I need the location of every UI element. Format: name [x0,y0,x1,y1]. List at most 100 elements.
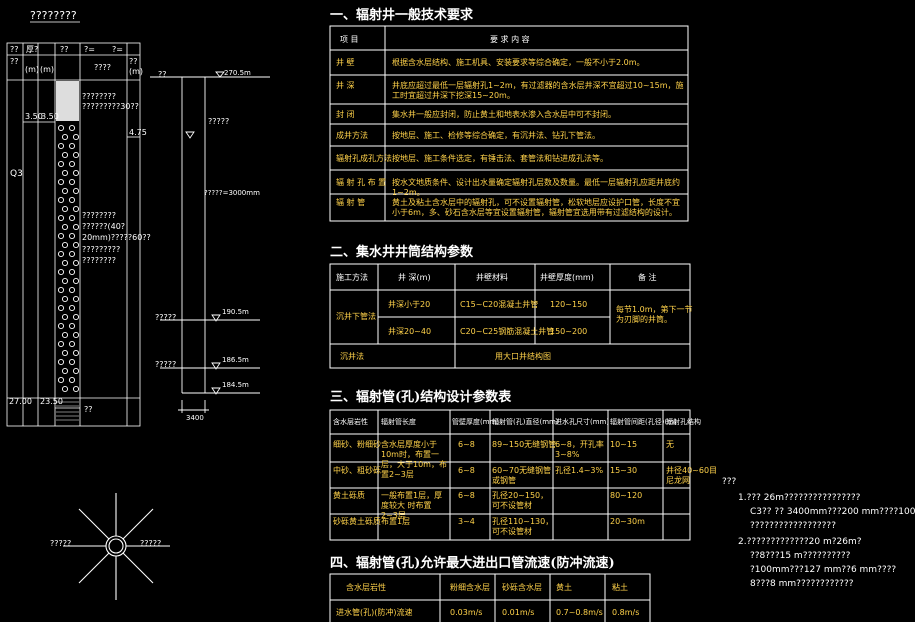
sec4-head-cell: 砂砾含水层 [502,583,542,592]
sec1-row-item: 辐 射 管 [336,198,366,207]
log-hdr-5: ?= [112,45,123,54]
sec2-r1-depth: 井深小于20 [388,300,431,309]
sec3-cell: 6~8 [458,491,475,500]
sec1-row-item: 成井方法 [336,131,368,140]
sec1-row-content: 集水井一般应封闭，防止黄土和地表水渗入含水层中可不封闭。 [392,110,616,119]
sec3-head-cell: 含水层岩性 [333,418,368,426]
sec4-head-cell: 粘土 [612,583,628,592]
sec1-row-content: 井底应超过最低一层辐射孔1~2m，有过滤器的含水层井深不宜超过10~15m，施工… [392,81,684,100]
sec3-cell: 中砂、粗砂砾 [333,466,381,475]
sec1-row-item: 封 闭 [336,110,355,119]
log-hdr-1: ?? [10,45,19,54]
sec3-head-cell: 辐射管间距(孔径)(m) [610,418,677,426]
sec3-cell: 15~30 [610,466,638,475]
depth-350b: 3.50 [41,112,59,121]
sec4-cell: 0.7~0.8m/s [556,608,603,617]
sec4-head-cell: 粉细含水层 [450,583,490,592]
sec1-title: 一、辐射井一般技术要求 [330,8,474,23]
sec3-cell: 布置1层 [381,517,411,526]
sec2-head-3: 井壁材料 [476,273,508,282]
level2-label: ????? [155,360,177,369]
sec3-head-cell: 进水孔尺寸(mm) [555,418,610,426]
gravel-hatch [57,124,80,393]
sec3-head-cell: 管壁厚度(mm) [452,418,500,426]
sec2-r3: 用大口井结构图 [495,352,551,361]
sec1-head-content: 要 求 内 容 [490,35,530,44]
bottom-elev: 184.5m [222,381,249,389]
stratum-q3: Q3 [10,169,23,179]
sec2-head-2: 井 深(m) [398,273,431,282]
top-elevation: 270.5m [224,69,251,77]
drawing-canvas [6,21,691,622]
depth-350: 3.50 [25,112,43,121]
plan-label-right: ????? [140,539,162,548]
sec3-cell: 孔径20~150， 可不设管材 [492,491,549,510]
log-sub-3: (m) [40,65,55,74]
sec1-row-item: 井 深 [336,81,355,90]
sec2-grid [329,263,691,369]
sec2-title: 二、集水井井筒结构参数 [330,245,474,260]
sec3-cell: 20~30m [610,517,645,526]
sec3-cell: 孔径110~130， 可不设管材 [492,517,554,536]
notes-l4: 2.?????????????20 m?26m? [738,537,862,547]
pipe-label: ?????=3000mm [204,189,260,197]
sec1-row-item: 井 壁 [336,58,355,67]
sec3-cell: 6~8 [458,466,475,475]
plan-radial [63,493,170,600]
sec2-method-2: 沉井法 [340,352,364,361]
log-sub-4: ???? [94,63,111,72]
silt-hatch [56,81,79,121]
level1-label: ????? [155,313,177,322]
bottom-code: ?? [84,405,93,414]
sec2-r2-mat: C20~C25钢筋混凝土井管 [460,327,555,336]
sec2-r1-mat: C15~C20混凝土井管 [460,300,539,309]
sec3-cell: 80~120 [610,491,643,500]
sec1-row-content: 按地层、施工、检修等综合确定，有沉井法、钻孔下管法。 [392,131,600,140]
log-title: ???????? [30,9,77,22]
sec2-method-1: 沉井下管法 [336,312,376,321]
sec4-cell: 0.01m/s [502,608,535,617]
sec2-r2-depth: 井深20~40 [388,327,432,336]
sec3-cell: 孔径1.4~3% [555,466,604,475]
log-sub-6: (m) [129,67,144,76]
level1-elev: 190.5m [222,308,249,316]
sec3-head-cell: 辐射孔结构 [666,418,701,426]
sec3-cell: 井径40~60目 尼龙网 [666,466,718,485]
sec3-cell: 含水层厚度小于10m时，布置一层，大于10m，布置2~3层 [381,440,447,479]
sec3-head-cell: 辐射管长度 [381,418,416,426]
sec3-cell: 3~4 [458,517,475,526]
sec1-row-content: 根据含水层结构、施工机具、安装要求等综合确定，一般不小于2.0m。 [392,58,645,67]
sec1-grid [329,25,689,222]
sec3-cell: 细砂、粉细砂 [333,440,381,449]
ground-label: ?? [158,70,167,79]
sec3-cell: 砂砾黄土砾质 [333,517,381,526]
log-frame [6,21,141,427]
sec3-cell: 无 [666,440,674,449]
sec4-title: 四、辐射管(孔)允许最大进出口管流速(防冲流速) [330,556,615,571]
notes-l2: C3?? ?? 3400mm???200 mm????100 [750,507,915,517]
well-elevation [150,71,270,413]
sec2-r1-thk: 120~150 [550,300,588,309]
notes-l6: ?100mm???127 mm??6 mm???? [750,565,897,575]
sec2-head-5: 备 注 [638,273,657,282]
stratum-desc-1: ???????? ?????????30?? [82,92,139,112]
sec1-head-item: 项 目 [340,35,359,44]
sec4-head-cell: 黄土 [556,583,572,592]
sec3-grid [329,409,691,541]
notes-l3: ?????????????????? [750,521,836,531]
notes-l7: 8???8 mm???????????? [750,579,854,589]
bottom-depth-mid: 23.50 [40,397,63,406]
sec3-title: 三、辐射管(孔)结构设计参数表 [330,390,512,405]
sec2-note: 每节1.0m，第下一节 为刃脚的井筒。 [616,305,693,324]
sec4-cell: 0.8m/s [612,608,640,617]
sec1-row-content: 按地层、施工条件选定，有锤击法、套管法和钻进成孔法等。 [392,154,608,163]
notes-l5: ??8???15 m?????????? [750,551,851,561]
log-hdr-4: ?= [84,45,95,54]
log-hdr-2: 厚? [26,45,39,54]
sec2-head-4: 井壁厚度(mm) [540,273,594,282]
well-diameter: 3400 [186,414,204,422]
log-sub-2: (m) [25,65,40,74]
sec2-r2-thk: 150~200 [550,327,588,336]
sec3-cell: 60~70无缝钢管 或钢管 [492,466,552,485]
notes-head: ??? [722,477,737,487]
